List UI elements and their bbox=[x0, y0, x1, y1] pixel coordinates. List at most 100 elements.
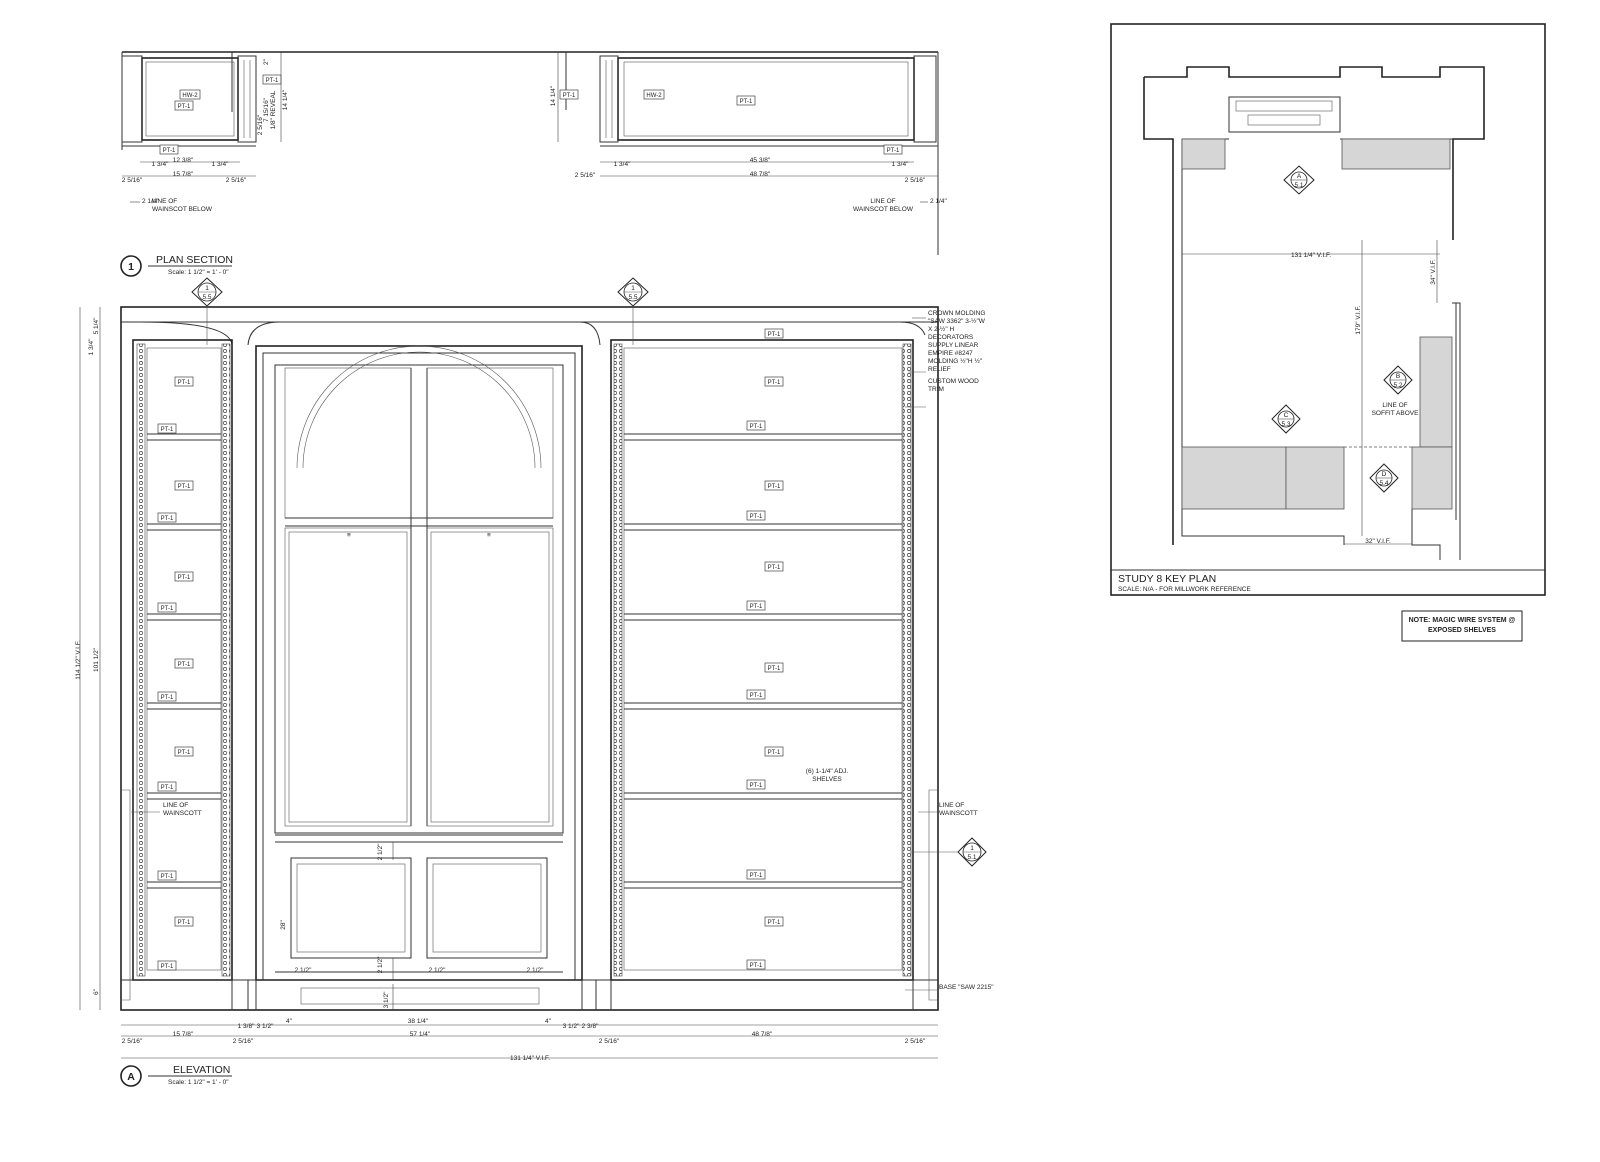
svg-text:A: A bbox=[127, 1071, 135, 1083]
svg-text:1/8" REVEAL: 1/8" REVEAL bbox=[270, 90, 277, 129]
svg-text:2 1/2": 2 1/2" bbox=[377, 843, 384, 860]
svg-text:3 1/2": 3 1/2" bbox=[257, 1023, 274, 1030]
svg-text:PT-1: PT-1 bbox=[161, 964, 174, 970]
note-base: BASE "SAW 2215" bbox=[939, 984, 994, 991]
svg-text:2": 2" bbox=[263, 58, 270, 65]
svg-text:28": 28" bbox=[280, 920, 287, 930]
note-decorators: DECORATORS SUPPLY LINEAR EMPIRE #8247 MO… bbox=[928, 334, 983, 373]
svg-text:PT-1: PT-1 bbox=[750, 963, 763, 969]
svg-text:PT-1: PT-1 bbox=[750, 693, 763, 699]
svg-text:PT-1: PT-1 bbox=[563, 93, 576, 99]
svg-text:5.1: 5.1 bbox=[1294, 182, 1303, 189]
plan-wainscot-note-left: LINE OF WAINSCOT BELOW bbox=[152, 198, 212, 213]
plan-section: HW-2 PT-1 PT-1 HW-2 PT-1 PT-1 PT-1 PT-1 bbox=[120, 51, 947, 277]
svg-text:179" V.I.F.: 179" V.I.F. bbox=[1355, 305, 1362, 334]
svg-text:14 1/4": 14 1/4" bbox=[282, 89, 289, 110]
svg-text:PT-1: PT-1 bbox=[768, 565, 781, 571]
svg-text:≡: ≡ bbox=[487, 532, 491, 539]
svg-text:PT-1: PT-1 bbox=[161, 606, 174, 612]
svg-text:PT-1: PT-1 bbox=[768, 750, 781, 756]
svg-text:PT-1: PT-1 bbox=[163, 148, 176, 154]
svg-text:PT-1: PT-1 bbox=[178, 575, 191, 581]
svg-text:PT-1: PT-1 bbox=[887, 148, 900, 154]
svg-text:PT-1: PT-1 bbox=[768, 380, 781, 386]
svg-text:PT-1: PT-1 bbox=[178, 750, 191, 756]
svg-text:2 1/2": 2 1/2" bbox=[377, 956, 384, 973]
plan-section-title: PLAN SECTION bbox=[156, 254, 233, 266]
svg-text:48 7/8": 48 7/8" bbox=[750, 171, 771, 178]
svg-text:PT-1: PT-1 bbox=[178, 662, 191, 668]
svg-text:1: 1 bbox=[970, 845, 974, 852]
svg-text:5.4: 5.4 bbox=[1379, 480, 1388, 487]
svg-text:2 5/16": 2 5/16" bbox=[122, 1038, 143, 1045]
plan-wainscot-note-right: LINE OF WAINSCOT BELOW bbox=[853, 198, 913, 213]
svg-text:PT-1: PT-1 bbox=[750, 783, 763, 789]
key-marker-c: C 5.3 bbox=[1271, 404, 1301, 434]
svg-text:101 1/2": 101 1/2" bbox=[93, 647, 100, 672]
plan-pt-tag-right: PT-1 bbox=[736, 95, 756, 106]
svg-text:34" V.I.F.: 34" V.I.F. bbox=[1430, 259, 1437, 285]
svg-text:PT-1: PT-1 bbox=[768, 920, 781, 926]
key-marker-a: A 5.1 bbox=[1283, 165, 1315, 195]
note-custom: CUSTOM WOOD TRIM bbox=[928, 378, 979, 393]
plan-pt-tag-left: PT-1 bbox=[174, 100, 194, 111]
svg-text:2 5/16": 2 5/16" bbox=[233, 1038, 254, 1045]
svg-text:48 7/8": 48 7/8" bbox=[752, 1031, 773, 1038]
plan-section-bubble bbox=[120, 255, 142, 277]
note-shelves: (6) 1-1/4" ADJ. SHELVES bbox=[805, 768, 849, 783]
svg-text:2 1/2": 2 1/2" bbox=[527, 967, 544, 974]
svg-text:PT-1: PT-1 bbox=[178, 484, 191, 490]
svg-text:3 1/2": 3 1/2" bbox=[563, 1023, 580, 1030]
plan-pt-tag-mid: PT-1 bbox=[262, 74, 282, 85]
plan-pt-tag-left-bottom: PT-1 bbox=[159, 144, 179, 155]
elevation-title: ELEVATION bbox=[173, 1064, 230, 1076]
svg-text:1: 1 bbox=[205, 285, 209, 292]
svg-text:45 3/8": 45 3/8" bbox=[750, 157, 771, 164]
section-mark-left: 1 5.5 bbox=[191, 277, 223, 345]
svg-text:2 5/16": 2 5/16" bbox=[599, 1038, 620, 1045]
note-crown: CROWN MOLDING "SAW 3362" 3-½"W X 2-½" H bbox=[928, 310, 986, 333]
svg-text:2 5/16": 2 5/16" bbox=[905, 1038, 926, 1045]
svg-text:2 5/16": 2 5/16" bbox=[575, 172, 596, 179]
svg-text:PT-1: PT-1 bbox=[161, 874, 174, 880]
svg-text:1 3/4": 1 3/4" bbox=[88, 338, 95, 355]
svg-text:12 3/8": 12 3/8" bbox=[173, 157, 194, 164]
note-box: NOTE: MAGIC WIRE SYSTEM @ EXPOSED SHELVE… bbox=[1401, 610, 1523, 642]
svg-text:PT-1: PT-1 bbox=[750, 424, 763, 430]
svg-text:PT-1: PT-1 bbox=[178, 104, 191, 110]
svg-text:3 1/2": 3 1/2" bbox=[383, 991, 390, 1008]
svg-text:5.1: 5.1 bbox=[967, 854, 976, 861]
svg-text:2 1/2": 2 1/2" bbox=[429, 967, 446, 974]
svg-text:PT-1: PT-1 bbox=[266, 78, 279, 84]
svg-text:1 3/4": 1 3/4" bbox=[614, 161, 631, 168]
svg-text:1: 1 bbox=[631, 285, 635, 292]
svg-text:2 3/8": 2 3/8" bbox=[582, 1023, 599, 1030]
svg-text:PT-1: PT-1 bbox=[740, 99, 753, 105]
svg-text:≡: ≡ bbox=[347, 532, 351, 539]
svg-text:PT-1: PT-1 bbox=[750, 604, 763, 610]
svg-text:PT-1: PT-1 bbox=[750, 514, 763, 520]
key-marker-d: D 5.4 bbox=[1369, 463, 1399, 493]
svg-text:114 1/2" V.I.F.: 114 1/2" V.I.F. bbox=[75, 640, 82, 680]
svg-text:PT-1: PT-1 bbox=[768, 666, 781, 672]
svg-text:38 1/4": 38 1/4" bbox=[408, 1018, 429, 1025]
svg-text:5.5: 5.5 bbox=[202, 294, 211, 301]
svg-text:4": 4" bbox=[545, 1018, 552, 1025]
elevation-bubble bbox=[120, 1065, 142, 1087]
key-plan-scale: SCALE: N/A - FOR MILLWORK REFERENCE bbox=[1118, 586, 1251, 593]
svg-text:7 15/16": 7 15/16" bbox=[263, 97, 270, 122]
svg-text:HW-2: HW-2 bbox=[646, 93, 662, 99]
svg-text:6": 6" bbox=[93, 988, 100, 995]
svg-text:32" V.I.F.: 32" V.I.F. bbox=[1365, 538, 1391, 545]
svg-text:2 5/16": 2 5/16" bbox=[226, 177, 247, 184]
svg-text:C: C bbox=[1284, 412, 1289, 419]
svg-text:2 5/16": 2 5/16" bbox=[257, 114, 264, 135]
plan-pt-tag-right-top: PT-1 bbox=[559, 89, 579, 100]
svg-text:1 3/4": 1 3/4" bbox=[892, 161, 909, 168]
section-mark-right: 1 5.1 bbox=[910, 837, 987, 867]
plan-hw-tag-right: HW-2 bbox=[643, 89, 665, 100]
svg-text:PT-1: PT-1 bbox=[161, 695, 174, 701]
svg-text:2 5/16": 2 5/16" bbox=[905, 177, 926, 184]
svg-text:131 1/4" V.I.F.: 131 1/4" V.I.F. bbox=[510, 1055, 550, 1062]
